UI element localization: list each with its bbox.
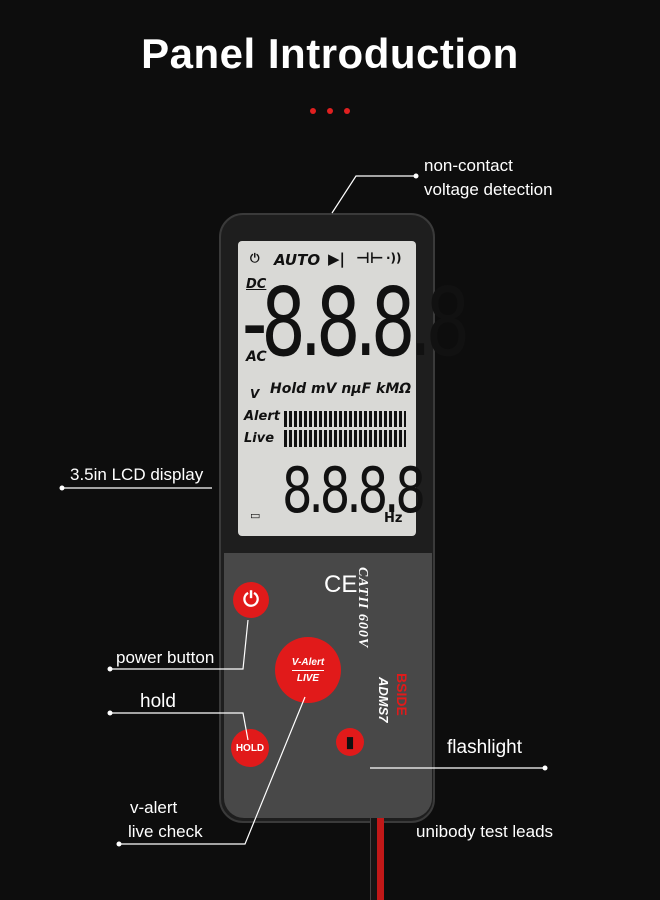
hold-button[interactable]: HOLD xyxy=(231,729,269,767)
hold-button-label: HOLD xyxy=(235,742,265,754)
decorative-dots xyxy=(310,108,350,114)
lcd-live: Live xyxy=(244,431,275,446)
valert-top-label: V-Alert xyxy=(291,657,325,671)
power-button[interactable]: ⏻ xyxy=(233,582,269,618)
label-power: power button xyxy=(116,648,215,667)
valert-bottom-label: LIVE xyxy=(296,672,320,684)
lcd-v: V xyxy=(250,387,260,401)
lcd-auto: AUTO xyxy=(274,251,321,269)
valert-button[interactable]: V-Alert LIVE xyxy=(275,637,341,703)
label-flashlight: flashlight xyxy=(447,737,522,758)
label-hold: hold xyxy=(140,691,176,712)
lcd-sub-digits: 8.8.8.8 xyxy=(282,455,426,528)
flashlight-button[interactable]: ▮ xyxy=(336,728,364,756)
page-title: Panel Introduction xyxy=(141,30,519,77)
lcd-main-digits: -8.8.8.8 xyxy=(242,267,470,378)
lcd-display: ⏻ AUTO ▶| ⊣⊢ ·)) DC AC -8.8.8.8 V Hold m… xyxy=(238,241,470,536)
lcd-ac: AC xyxy=(246,349,267,365)
lcd-dc: DC xyxy=(246,277,267,292)
battery-icon: ▭ xyxy=(250,509,261,522)
power-icon: ⏻ xyxy=(250,251,260,265)
control-panel: ⏻ V-Alert LIVE HOLD ▮ CE CATII 600V BSID… xyxy=(224,553,432,818)
label-lcd: 3.5in LCD display xyxy=(70,465,204,484)
lcd-units: Hold mV nμF kMΩ xyxy=(270,381,412,397)
lcd-alert: Alert xyxy=(244,409,280,424)
test-leads xyxy=(370,818,384,900)
ce-mark: CE xyxy=(324,571,358,598)
diode-icon: ▶| xyxy=(328,250,346,268)
cat-rating: CATII 600V xyxy=(355,567,370,649)
flashlight-icon: ▮ xyxy=(345,734,355,751)
lcd-bar-divider xyxy=(284,427,406,430)
label-valert-line2: live check xyxy=(128,822,203,841)
brand-logo: BSIDE xyxy=(394,673,410,716)
label-ncv-line2: voltage detection xyxy=(424,180,553,199)
label-ncv-line1: non-contact xyxy=(424,156,513,175)
continuity-icon: ·)) xyxy=(386,251,402,265)
label-leads: unibody test leads xyxy=(416,822,554,841)
model-name: ADMS7 xyxy=(376,677,391,723)
capacitor-icon: ⊣⊢ xyxy=(356,249,384,267)
lcd-hz: Hz xyxy=(384,511,403,526)
label-valert-line1: v-alert xyxy=(130,798,178,817)
